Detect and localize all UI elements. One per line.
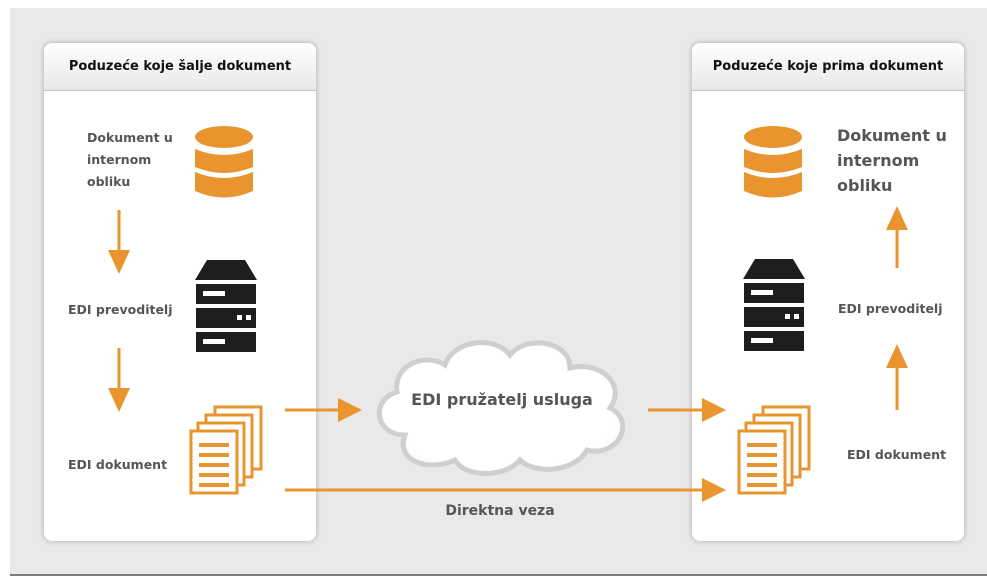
- receiver-edi-doc-label: EDI dokument: [847, 447, 947, 462]
- database-icon: [193, 125, 255, 205]
- receiver-internal-doc-label: Dokument u internom obliku: [837, 126, 947, 195]
- receiver-panel: Poduzeće koje prima dokument: [692, 43, 964, 541]
- sender-internal-doc-label: Dokument u internom obliku: [87, 130, 173, 189]
- receiver-translator-label: EDI prevoditelj: [838, 301, 943, 316]
- receiver-title: Poduzeće koje prima dokument: [692, 43, 964, 91]
- server-icon: [195, 260, 257, 354]
- database-icon: [742, 125, 804, 205]
- sender-translator-label: EDI prevoditelj: [68, 302, 173, 317]
- cloud-icon: [365, 330, 640, 480]
- cloud-label: EDI pružatelj usluga: [411, 390, 593, 409]
- direct-link-label: Direktna veza: [445, 503, 555, 519]
- sender-title: Poduzeće koje šalje dokument: [44, 43, 316, 91]
- server-icon: [743, 259, 805, 353]
- documents-icon: [189, 403, 267, 503]
- documents-icon: [737, 403, 815, 503]
- sender-edi-doc-label: EDI dokument: [68, 457, 168, 472]
- sender-panel: Poduzeće koje šalje dokument: [44, 43, 316, 541]
